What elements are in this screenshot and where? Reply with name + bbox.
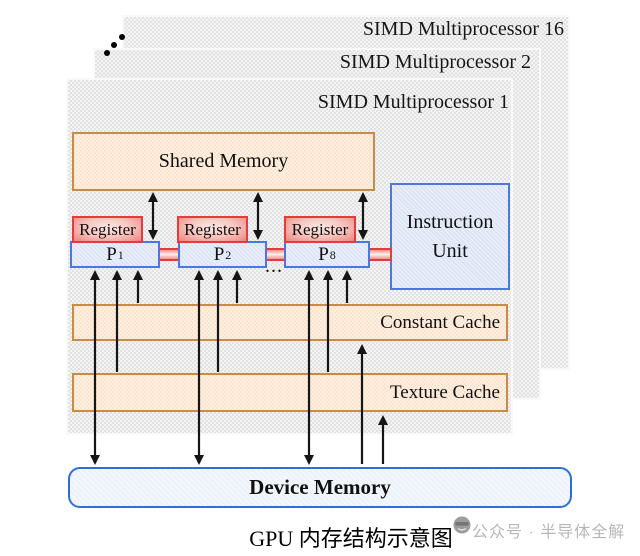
ellipsis-dot xyxy=(104,50,110,56)
ellipsis-dot xyxy=(119,34,125,40)
simd-multiprocessor-2-label: SIMD Multiprocessor 2 xyxy=(339,51,531,73)
simd-multiprocessor-1-label: SIMD Multiprocessor 1 xyxy=(317,91,509,113)
processor-label: P xyxy=(213,243,225,265)
processor-link-connector xyxy=(158,248,180,261)
register-label: Register xyxy=(184,219,241,239)
processor-label: P xyxy=(318,243,329,265)
register-box-3: Register xyxy=(284,216,356,243)
register-label: Register xyxy=(79,219,136,239)
device-memory-box: Device Memory xyxy=(68,467,572,508)
simd-multiprocessor-16-label: SIMD Multiprocessor 16 xyxy=(362,18,564,40)
watermark-face-icon xyxy=(452,515,472,535)
diagram-caption: GPU 内存结构示意图 xyxy=(249,526,453,551)
processor-label: P xyxy=(106,243,117,265)
processor-ellipsis: ... xyxy=(265,255,283,277)
device-memory-label: Device Memory xyxy=(249,475,391,499)
ellipsis-dot xyxy=(111,42,117,48)
watermark-text: 公众号 · 半导体全解 xyxy=(472,524,626,541)
instruction-unit-box: Instruction Unit xyxy=(390,183,510,290)
shared-memory-label: Shared Memory xyxy=(158,150,289,172)
constant-cache-label: Constant Cache xyxy=(380,311,500,333)
shared-memory-box: Shared Memory xyxy=(72,132,375,191)
texture-cache-label: Texture Cache xyxy=(390,381,500,403)
instruction-unit-label: Instruction Unit xyxy=(406,210,494,262)
texture-cache-box: Texture Cache xyxy=(72,373,508,412)
register-label: Register xyxy=(291,219,349,239)
processor-instruction-unit-connector xyxy=(368,248,392,261)
register-box-2: Register xyxy=(177,216,248,243)
constant-cache-box: Constant Cache xyxy=(72,304,508,341)
register-box-1: Register xyxy=(72,216,143,243)
